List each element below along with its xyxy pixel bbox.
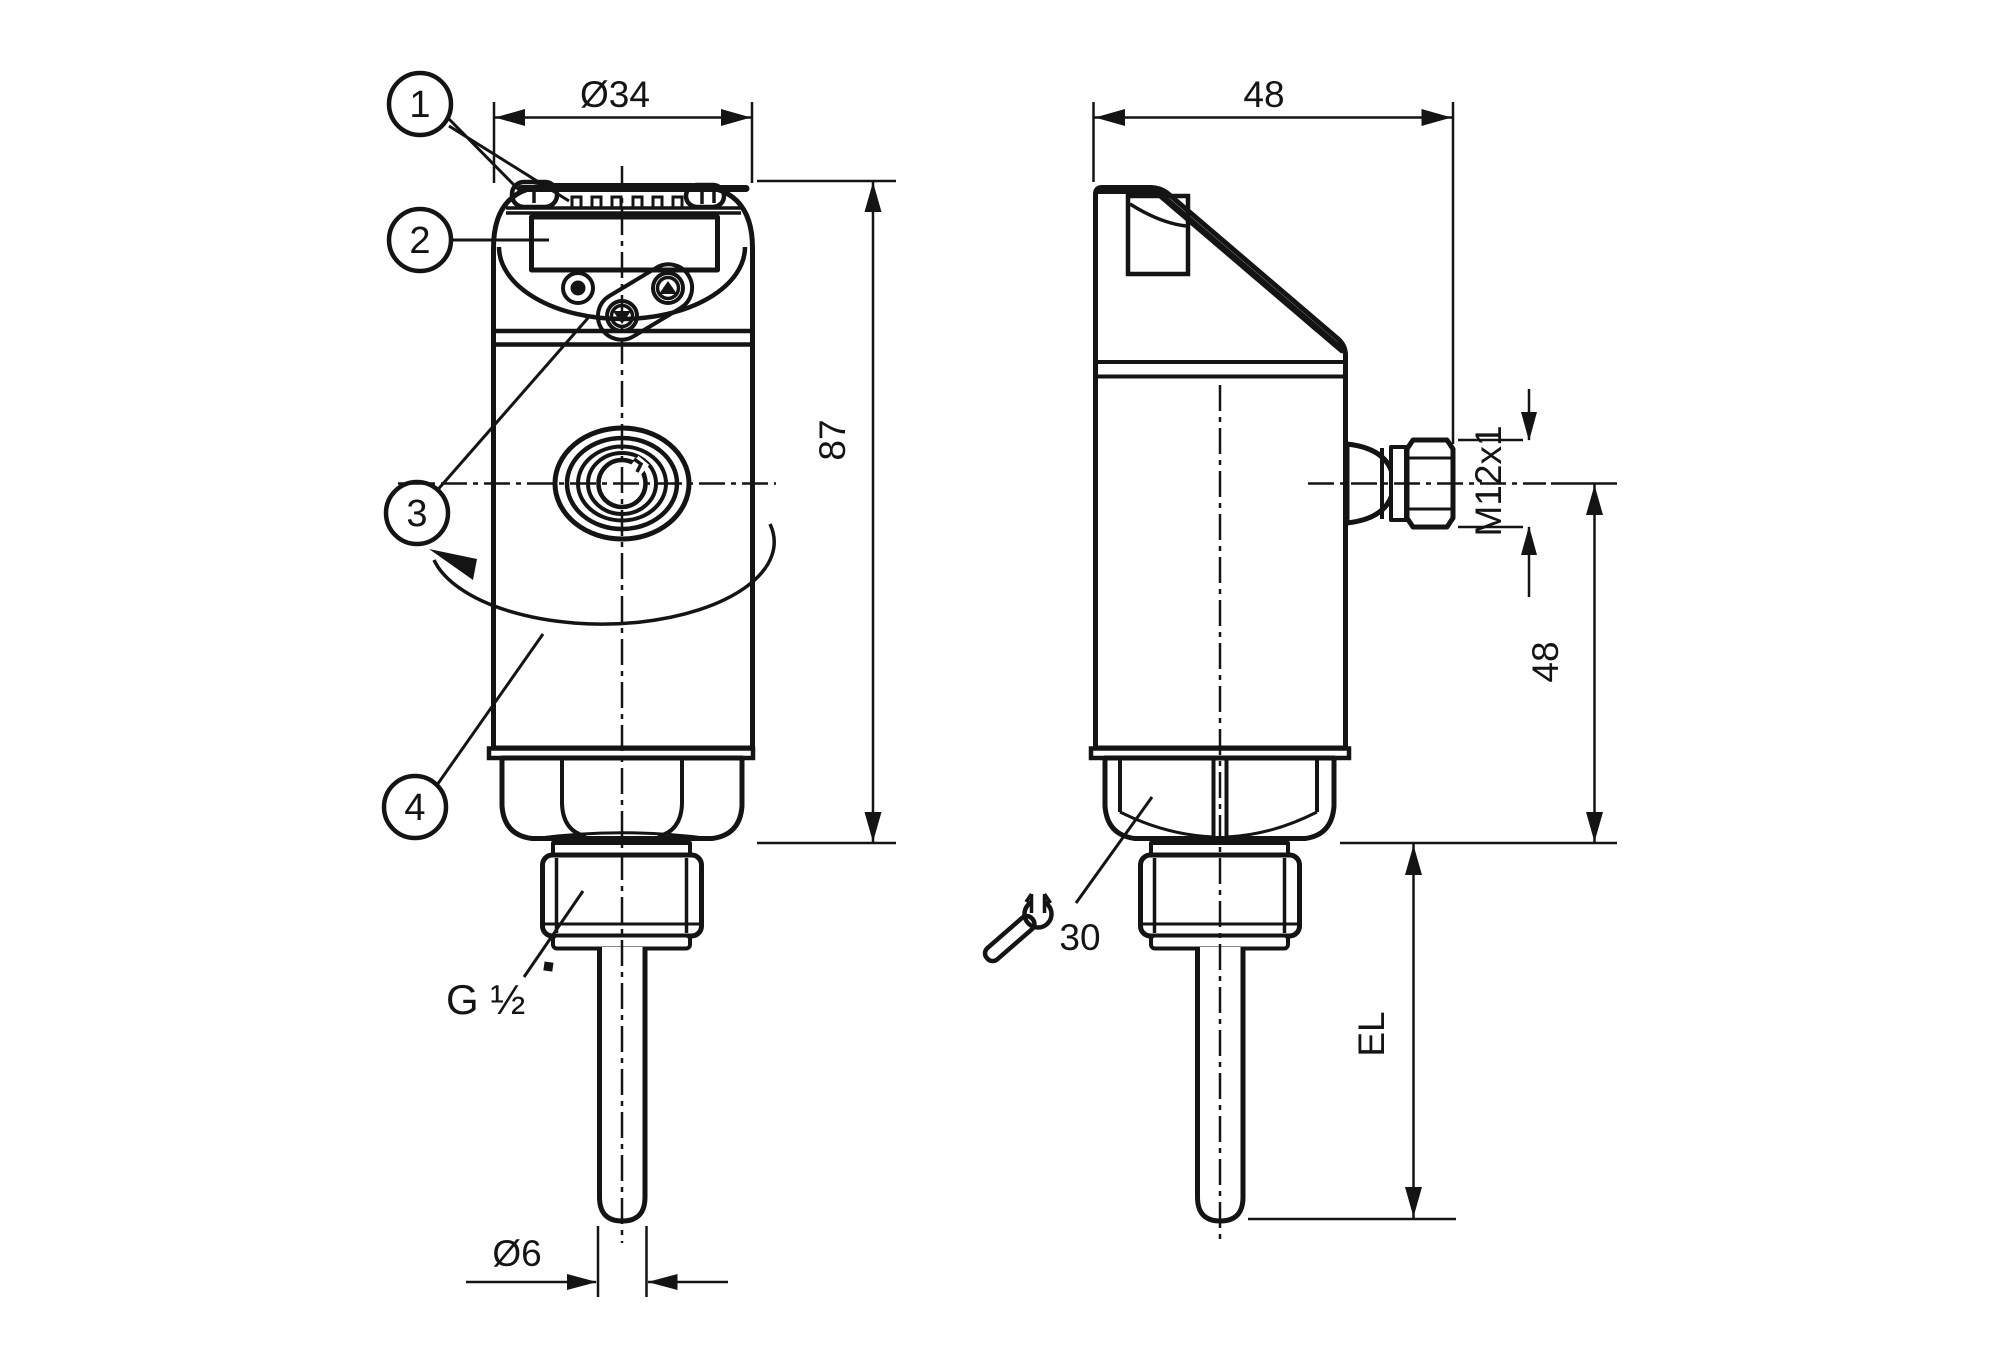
side-view	[1088, 185, 1456, 1224]
dim-insertion-length-label: EL	[1351, 1011, 1392, 1056]
dim-wrench-size: 30	[982, 796, 1154, 964]
dim-probe-diameter-label: Ø6	[492, 1233, 541, 1274]
callout-4: 4	[381, 633, 545, 841]
display-side-arc	[1129, 202, 1187, 228]
dim-connector-axis-height: 48	[1340, 482, 1617, 845]
dim-connector-axis-height-label: 48	[1525, 641, 1566, 682]
front-connector-rings	[564, 435, 680, 532]
dim-insertion-length: EL	[1248, 843, 1456, 1221]
dim-front-width-label: Ø34	[580, 74, 650, 115]
dim-probe-diameter: Ø6	[466, 1226, 728, 1297]
dim-height-label: 87	[812, 419, 853, 460]
open-end-wrench-icon	[982, 886, 1054, 964]
dim-process-connection-label: G ½	[446, 976, 525, 1023]
side-process-thread	[1138, 841, 1302, 951]
display-side	[1125, 193, 1191, 277]
callout-4-number: 4	[404, 787, 425, 829]
mode-button	[561, 271, 595, 305]
dim-process-connection: G ½	[446, 890, 585, 1023]
dim-height: 87	[757, 179, 896, 845]
callout-2: 2	[386, 206, 549, 274]
dim-wrench-size-label: 30	[1059, 917, 1100, 958]
front-pushbuttons	[561, 262, 695, 342]
dim-front-width: Ø34	[492, 74, 754, 183]
up-arrow-button-icon	[651, 271, 685, 305]
side-slope-ticks	[1242, 264, 1320, 333]
callout-2-number: 2	[409, 220, 430, 262]
side-hex-nut	[1102, 755, 1337, 841]
callout-1-number: 1	[409, 84, 430, 126]
display-front	[529, 214, 720, 273]
callout-1: 1	[386, 70, 570, 203]
front-view	[486, 179, 756, 1224]
dim-depth-label: 48	[1243, 74, 1284, 115]
button-pill-outline	[595, 262, 695, 342]
down-arrow-button-icon	[605, 299, 639, 333]
dim-connector-thread: M12x1	[1458, 389, 1537, 597]
dim-connector-thread-label: M12x1	[1468, 425, 1509, 536]
callout-3: 3	[383, 317, 590, 547]
dim-depth: 48	[1092, 74, 1455, 444]
rotation-arrow-icon	[429, 523, 776, 626]
callout-3-number: 3	[406, 493, 427, 535]
